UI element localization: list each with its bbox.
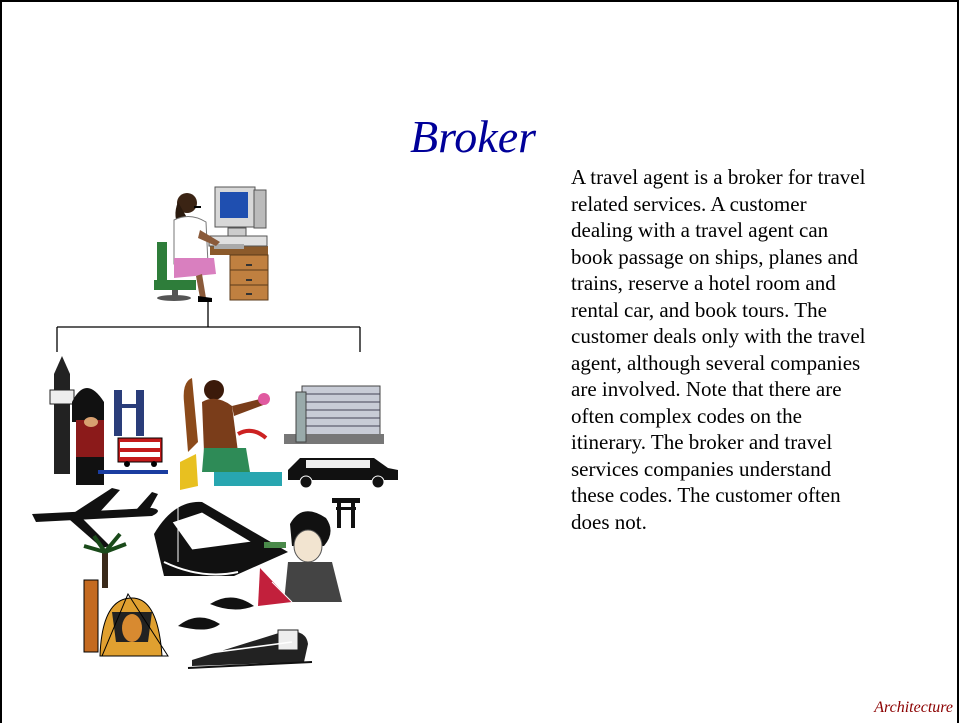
cruise-ship-icon bbox=[154, 501, 288, 576]
london-landmarks-icon bbox=[49, 356, 168, 485]
geisha-icon bbox=[258, 511, 342, 606]
hawaiian-dancer-icon bbox=[180, 378, 282, 490]
palm-tree-icon bbox=[83, 532, 127, 588]
slide-title: Broker bbox=[410, 111, 537, 162]
torii-gate-icon bbox=[332, 498, 360, 528]
train-icon bbox=[187, 629, 313, 669]
hotel-building-icon bbox=[284, 385, 384, 444]
airplane-icon bbox=[32, 488, 158, 548]
footer-label: Architecture bbox=[874, 699, 953, 716]
slide-body-text: A travel agent is a broker for travel re… bbox=[571, 165, 866, 534]
clouds-icon bbox=[178, 597, 254, 630]
travel-agent-icon bbox=[154, 186, 269, 302]
egyptian-sphinx-icon bbox=[83, 579, 169, 657]
broker-connector-lines bbox=[56, 299, 361, 352]
limousine-icon bbox=[288, 458, 398, 489]
